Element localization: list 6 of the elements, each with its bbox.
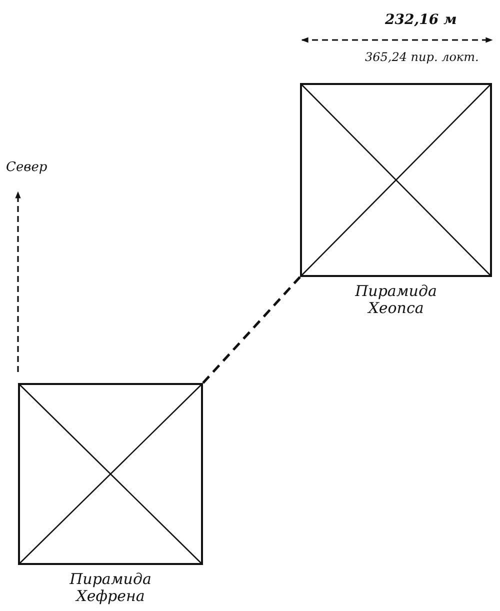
pyramid-name: Пирамида Хефрена	[68, 571, 152, 605]
direction-label: Север	[6, 160, 48, 175]
dimension-value: 365,24 пир. локт.	[365, 50, 479, 64]
connector-line	[202, 276, 301, 384]
pyramid-name: Пирамида Хеопса	[354, 283, 438, 317]
dimension-value: 232,16 м	[385, 12, 457, 28]
